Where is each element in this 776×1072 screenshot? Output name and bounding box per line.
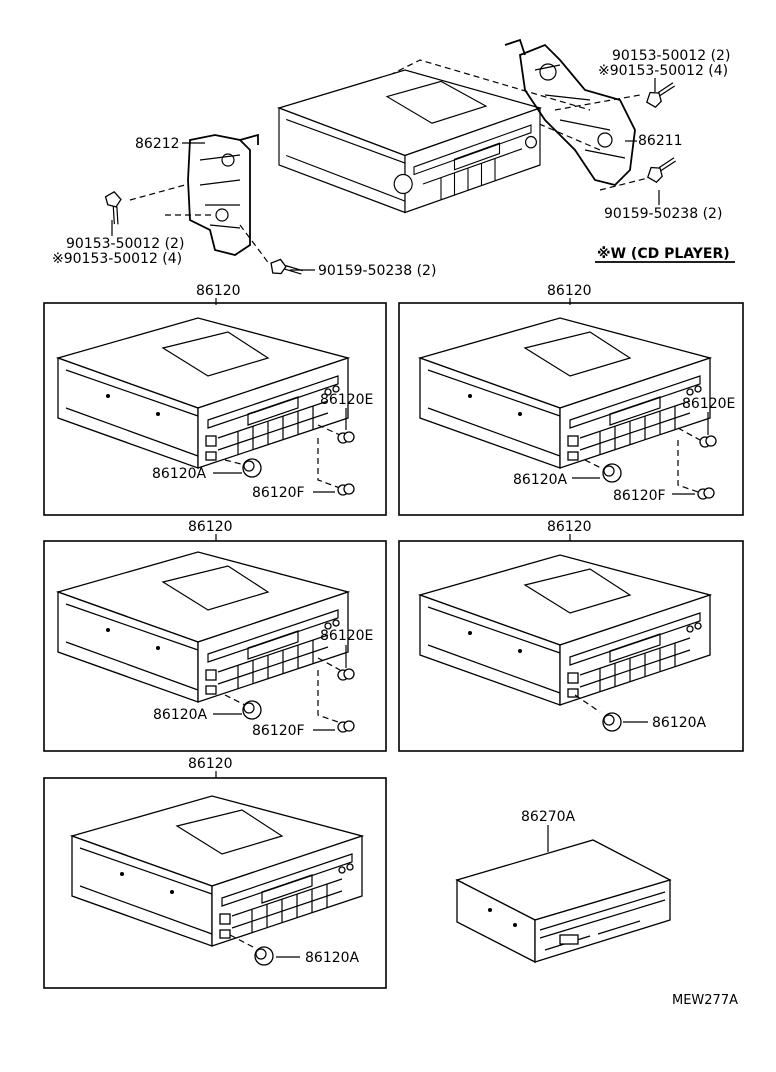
panel-3-e-label: 86120E [320,628,373,644]
panel-5-title: 86120 [188,756,233,772]
panel-2 [398,302,744,516]
panel-4 [398,540,744,752]
panel-3-knob-label: 86120A [153,707,208,723]
cd-player-label: 86270A [521,809,576,825]
panel-3-title: 86120 [188,519,233,535]
panel-2-knob-label: 86120A [513,472,568,488]
panel-5 [43,777,387,989]
panel-1 [43,302,387,516]
bracket-left [187,134,251,256]
panel-1-title: 86120 [196,283,241,299]
panel-2-title: 86120 [547,283,592,299]
screw-top-right-label-2: ※90153-50012 (4) [598,63,728,79]
diagram-code: MEW277A [672,993,738,1008]
panel-2-e-label: 86120E [682,396,735,412]
screw-bottom-label: 90159-50238 (2) [318,263,436,279]
top-assembly [99,38,735,280]
panel-5-knob-label: 86120A [305,950,360,966]
panel-3 [43,540,387,752]
screw-left-label-1: 90153-50012 (2) [66,236,184,252]
screw-left-label-2: ※90153-50012 (4) [52,251,182,267]
panel-1-e-label: 86120E [320,392,373,408]
bracket-left-label: 86212 [135,136,180,152]
cd-player-unit [455,839,672,964]
screw-top-right-label-1: 90153-50012 (2) [612,48,730,64]
bracket-right [519,43,636,186]
panel-3-f-label: 86120F [252,723,305,739]
cd-player-note: ※W (CD PLAYER) [597,246,730,262]
panel-1-f-label: 86120F [252,485,305,501]
panel-4-title: 86120 [547,519,592,535]
screw-right-lower-label: 90159-50238 (2) [604,206,722,222]
radio-unit-main [277,69,543,214]
bracket-right-label: 86211 [638,133,683,149]
panel-1-knob-label: 86120A [152,466,207,482]
panel-2-f-label: 86120F [613,488,666,504]
panel-4-knob-label: 86120A [652,715,707,731]
